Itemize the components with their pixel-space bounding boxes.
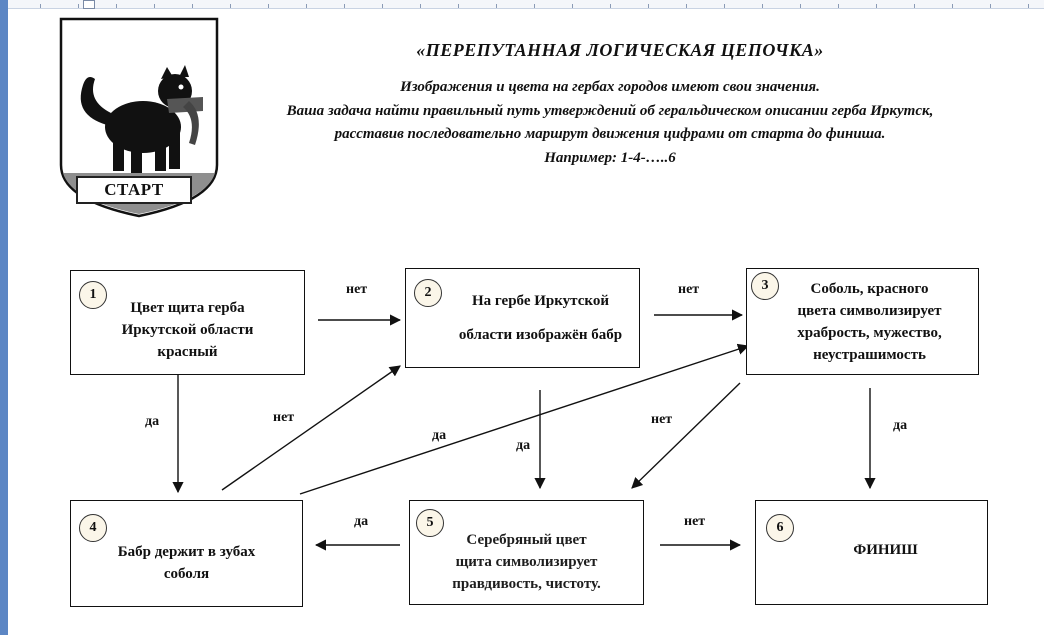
node-3: Соболь, красного цвета символизирует хра… bbox=[746, 268, 979, 375]
arrow-4-to-2 bbox=[221, 365, 401, 491]
ruler-tick bbox=[420, 4, 421, 8]
ruler-tick bbox=[610, 4, 611, 8]
node-5-number: 5 bbox=[416, 509, 444, 537]
node-4-number: 4 bbox=[79, 514, 107, 542]
edge-label-5-6: нет bbox=[684, 514, 706, 529]
ruler-tick bbox=[686, 4, 687, 8]
edge-label-5-4: да bbox=[354, 514, 369, 529]
coat-of-arms-icon bbox=[59, 17, 219, 218]
edge-label-4-3: да bbox=[432, 428, 447, 443]
ruler-tick bbox=[800, 4, 801, 8]
ruler-tick bbox=[838, 4, 839, 8]
node-5: Серебряный цвет щита символизирует правд… bbox=[409, 500, 644, 605]
ruler-tick bbox=[382, 4, 383, 8]
ruler-tick bbox=[268, 4, 269, 8]
ruler-tick bbox=[990, 4, 991, 8]
ruler-tick bbox=[952, 4, 953, 8]
node-2: На гербе Иркутской области изображён баб… bbox=[405, 268, 640, 368]
ruler-tick bbox=[154, 4, 155, 8]
ruler-tick bbox=[648, 4, 649, 8]
node-1-text: Цвет щита герба Иркутской области красны… bbox=[121, 299, 254, 360]
arrow-4-to-3 bbox=[299, 343, 750, 495]
node-4-text: Бабр держит в зубах соболя bbox=[117, 543, 256, 582]
node-1: Цвет щита герба Иркутской области красны… bbox=[70, 270, 305, 375]
edge-label-3-6: да bbox=[893, 418, 908, 433]
ruler bbox=[0, 0, 1044, 9]
ruler-tick bbox=[1028, 4, 1029, 8]
node-3-number: 3 bbox=[751, 272, 779, 300]
edge-label-3-5: нет bbox=[651, 412, 673, 427]
edge-label-4-2: нет bbox=[273, 410, 295, 425]
ruler-tick bbox=[534, 4, 535, 8]
edge-label-1-2: нет bbox=[346, 282, 368, 297]
node-6-finish: ФИНИШ bbox=[755, 500, 988, 605]
node-6-text: ФИНИШ bbox=[853, 541, 918, 558]
ruler-tick bbox=[724, 4, 725, 8]
example-line: Например: 1-4-…..6 bbox=[544, 150, 676, 166]
ruler-tick bbox=[914, 4, 915, 8]
ruler-tick bbox=[192, 4, 193, 8]
ruler-tick bbox=[876, 4, 877, 8]
intro-line-2: Ваша задача найти правильный путь утверж… bbox=[286, 103, 934, 119]
intro-line-1: Изображения и цвета на гербах городов им… bbox=[400, 79, 820, 95]
babr-icon bbox=[80, 65, 203, 173]
page-margin-bar bbox=[0, 0, 8, 635]
ruler-tick bbox=[496, 4, 497, 8]
ruler-tick bbox=[78, 4, 79, 8]
ruler-tick bbox=[40, 4, 41, 8]
ruler-tick bbox=[344, 4, 345, 8]
node-3-text: Соболь, красного цвета символизирует хра… bbox=[797, 280, 942, 363]
arrow-3-to-5 bbox=[631, 382, 741, 489]
intro-line-3: расставив последовательно маршрут движен… bbox=[334, 126, 886, 142]
node-2-number: 2 bbox=[414, 279, 442, 307]
page-title: «ПЕРЕПУТАННАЯ ЛОГИЧЕСКАЯ ЦЕПОЧКА» bbox=[416, 40, 824, 60]
ruler-tick bbox=[572, 4, 573, 8]
node-5-text: Серебряный цвет щита символизирует правд… bbox=[452, 531, 601, 592]
node-1-number: 1 bbox=[79, 281, 107, 309]
start-label: СТАРТ bbox=[76, 176, 192, 204]
edge-label-2-5: да bbox=[516, 438, 531, 453]
ruler-tick bbox=[306, 4, 307, 8]
ruler-tick bbox=[116, 4, 117, 8]
edge-label-1-4: да bbox=[145, 414, 160, 429]
node-6-number: 6 bbox=[766, 514, 794, 542]
edge-label-2-3: нет bbox=[678, 282, 700, 297]
ruler-indent-handle[interactable] bbox=[83, 0, 95, 9]
ruler-tick bbox=[762, 4, 763, 8]
node-4: Бабр держит в зубах соболя bbox=[70, 500, 303, 607]
node-2-text: На гербе Иркутской области изображён баб… bbox=[458, 292, 623, 343]
ruler-tick bbox=[458, 4, 459, 8]
ruler-tick bbox=[230, 4, 231, 8]
